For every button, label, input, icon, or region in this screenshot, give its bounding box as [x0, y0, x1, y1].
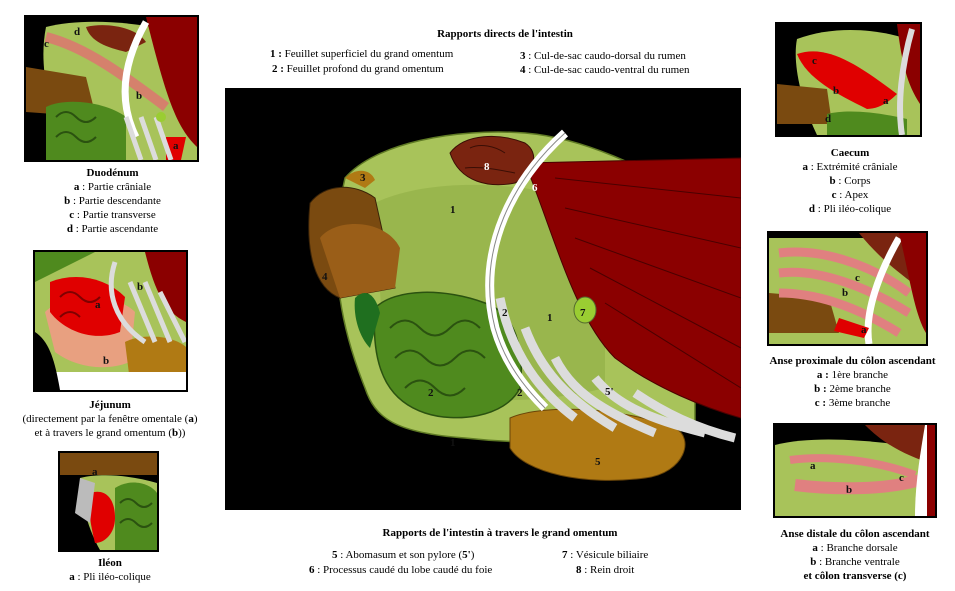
- ileon-caption: Iléon a : Pli iléo-colique: [69, 557, 151, 583]
- duodenum-label-b: b: [136, 90, 142, 102]
- label-2b: 2: [428, 387, 434, 399]
- rib-3: [550, 355, 657, 438]
- bottom-legend-7: 7 : Vésicule biliaire: [562, 549, 649, 561]
- top-legend-3: 3 : Cul-de-sac caudo-dorsal du rumen: [520, 50, 686, 62]
- label-2c: 2: [517, 387, 523, 399]
- rib-4: [591, 375, 707, 438]
- duodenum-label-c: c: [44, 38, 49, 50]
- caecum-panel: a b c d: [775, 22, 922, 137]
- caecum-label-d: d: [825, 113, 831, 125]
- rib-2: [520, 326, 618, 432]
- top-legend-4: 4 : Cul-de-sac caudo-ventral du rumen: [520, 64, 690, 76]
- top-legend-1: 1 : Feuillet superficiel du grand omentu…: [270, 48, 454, 60]
- caecum-label-c: c: [812, 55, 817, 67]
- label-7: 7: [580, 307, 586, 319]
- bottom-legend-8: 8 : Rein droit: [576, 564, 635, 576]
- label-1c: 1: [450, 437, 456, 449]
- jejunum-label-b: b: [137, 281, 143, 293]
- top-legend-2: 2 : Feuillet profond du grand omentum: [272, 63, 444, 75]
- rib-1: [495, 297, 578, 422]
- duodenum-caption: Duodénum a : Partie crâniale b : Partie …: [64, 167, 161, 235]
- caecum-label-a: a: [883, 95, 889, 107]
- bottom-legend-5: 5 : Abomasum et son pylore (5'): [332, 549, 475, 561]
- proximal-caption: Anse proximale du côlon ascendant a : 1è…: [769, 355, 936, 409]
- distal-label-c: c: [899, 472, 904, 484]
- distal-label-b: b: [846, 484, 852, 496]
- label-5p: 5': [605, 386, 614, 398]
- label-8: 8: [484, 161, 490, 173]
- rib-5: [632, 389, 737, 443]
- bottom-title: Rapports de l'intestin à travers le gran…: [382, 527, 618, 539]
- label-4: 4: [322, 271, 328, 283]
- rumen-caudo-dorsal: [345, 170, 375, 188]
- distal-label-a: a: [810, 460, 816, 472]
- jejunum-label-a: a: [95, 299, 101, 311]
- label-2a: 2: [502, 307, 508, 319]
- duodenum-panel: a b c d: [24, 15, 199, 162]
- duodenum-label-a: a: [173, 140, 179, 152]
- bottom-legend-6: 6 : Processus caudé du lobe caudé du foi…: [309, 564, 493, 576]
- caecum-caption: Caecum a : Extrémité crâniale b : Corps …: [802, 147, 898, 215]
- gallbladder: [573, 296, 597, 324]
- jejunum-mass: [373, 291, 522, 419]
- ileon-label-a: a: [92, 466, 98, 478]
- label-1b: 1: [547, 312, 553, 324]
- jejunum-label-bb: b: [103, 355, 109, 367]
- main-illustration: 1 1 1 2 2 2 3 4 5 5' 6 7 8: [225, 88, 741, 510]
- proximal-label-c: c: [855, 272, 860, 284]
- distal-loop-panel: a b c: [773, 423, 937, 518]
- distal-caption: Anse distale du côlon ascendant a : Bran…: [780, 528, 930, 582]
- caecum-label-b: b: [833, 85, 839, 97]
- proximal-label-b: b: [842, 287, 848, 299]
- label-6: 6: [532, 182, 538, 194]
- main-diagram: 1 1 1 2 2 2 3 4 5 5' 6 7 8: [225, 88, 741, 510]
- proximal-label-a: a: [861, 324, 867, 336]
- proximal-loop-panel: a b c: [767, 231, 928, 346]
- label-5: 5: [595, 456, 601, 468]
- jejunum-caption: Jéjunum (directement par la fenêtre omen…: [22, 399, 198, 439]
- main-title: Rapports directs de l'intestin: [437, 28, 573, 40]
- ileon-panel: a: [58, 451, 159, 552]
- label-1a: 1: [450, 204, 456, 216]
- label-3: 3: [360, 172, 366, 184]
- duodenum-label-d: d: [74, 26, 80, 38]
- jejunum-panel: a b b: [33, 250, 188, 392]
- liver: [524, 157, 741, 419]
